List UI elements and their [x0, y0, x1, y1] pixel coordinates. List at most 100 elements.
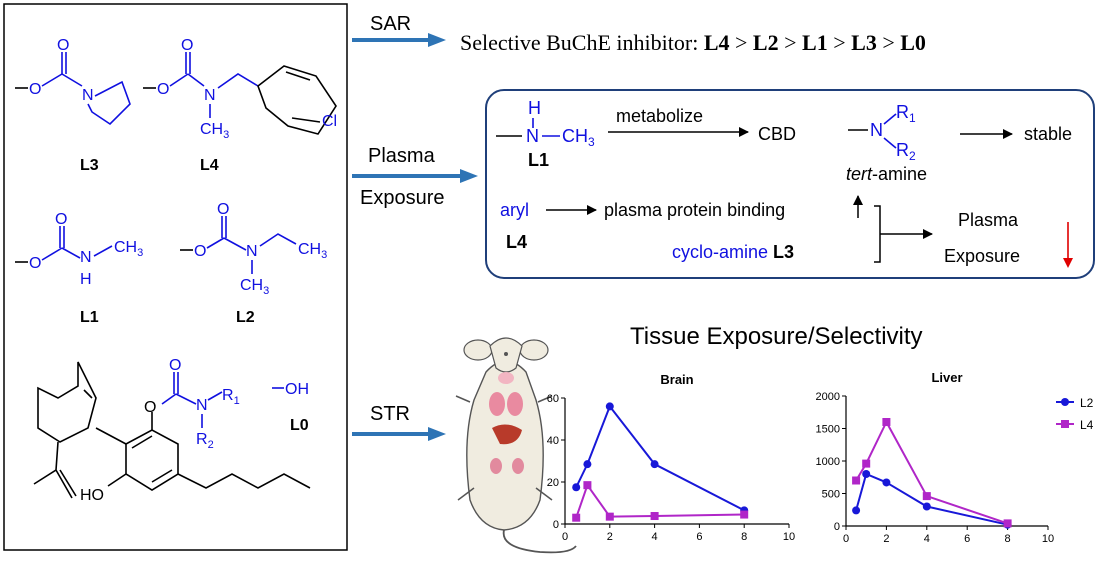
atom-o: O [57, 37, 69, 54]
bracket [874, 205, 881, 263]
data-point-l2 [852, 506, 861, 515]
kidney-icon [512, 458, 524, 474]
y-tick-label: 0 [834, 521, 840, 533]
atom-r1: R1 [896, 102, 916, 125]
data-point-l4 [922, 492, 931, 501]
legend-marker [1061, 398, 1069, 406]
plasma-arrow-row: Plasma Exposure [352, 145, 478, 209]
x-tick-label: 0 [843, 533, 849, 545]
x-tick-label: 10 [783, 531, 795, 543]
atom-ch3: CH3 [298, 241, 327, 261]
data-point-l2 [572, 483, 581, 492]
axis-lines [564, 398, 789, 525]
x-tick-label: 0 [562, 531, 568, 543]
legend-label: L2 [1080, 396, 1094, 410]
str-row: STR Tissue Exposure/Selectivity [352, 323, 923, 441]
structure-l4: O O N CH3 Cl L4 [143, 37, 337, 174]
atom-r1: R1 [222, 387, 240, 407]
atom-r2: R2 [196, 431, 214, 451]
sar-row: SAR Selective BuChE inhibitor: L4 > L2 >… [352, 13, 926, 55]
chart-title: Brain [660, 372, 693, 387]
mouse-illustration [455, 337, 577, 554]
atom-ch3: CH3 [562, 126, 595, 149]
structure-l1: O O N H CH3 L1 [15, 211, 143, 326]
axis-lines [845, 396, 1048, 527]
compound-panel [3, 3, 348, 551]
atom-o: O [55, 211, 67, 228]
data-point-l2 [882, 478, 891, 487]
x-tick-label: 2 [883, 533, 889, 545]
lung-icon [507, 392, 523, 416]
data-point-l4 [862, 459, 871, 468]
atom-oh: OH [285, 381, 309, 398]
plasma-word: Plasma [958, 210, 1019, 230]
legend-label: L4 [1080, 418, 1094, 432]
atom-n: N [82, 87, 94, 104]
x-tick-label: 8 [741, 531, 747, 543]
tert-amine-label: tert-amine [846, 164, 927, 184]
x-tick-label: 6 [964, 533, 970, 545]
y-tick-label: 0 [553, 519, 559, 531]
series-line-l2 [575, 404, 745, 512]
series-line-l2 [855, 472, 1008, 526]
y-tick-label: 2000 [816, 391, 840, 403]
atom-n: N [526, 126, 539, 146]
x-tick-label: 2 [607, 531, 613, 543]
y-tick-label: 1500 [816, 424, 840, 436]
label-l4: L4 [200, 157, 219, 174]
x-tick-label: 6 [696, 531, 702, 543]
atom-n: N [204, 87, 216, 104]
str-arrow-head [428, 427, 446, 441]
str-label: STR [370, 403, 410, 425]
series-line-l4 [575, 482, 745, 519]
exposure-word: Exposure [944, 246, 1020, 266]
atom-o: O [169, 357, 181, 374]
atom-o: O [29, 81, 41, 98]
data-point-l4 [1003, 519, 1012, 528]
y-tick-label: 60 [547, 393, 559, 405]
atom-o: O [157, 81, 169, 98]
atom-o: O [181, 37, 193, 54]
y-tick-label: 500 [822, 489, 840, 501]
data-point-l4 [572, 513, 581, 522]
x-tick-label: 4 [652, 531, 658, 543]
exposure-label: Exposure [360, 187, 445, 209]
atom-ch3: CH3 [200, 121, 229, 141]
atom-n: N [246, 243, 258, 260]
atom-o: O [144, 399, 156, 416]
atom-n: N [196, 397, 208, 414]
stable-label: stable [1024, 124, 1072, 144]
ppb-label: plasma protein binding [604, 200, 785, 220]
atom-ch3: CH3 [114, 239, 143, 259]
structure-l2: O O N CH3 CH3 L2 [180, 201, 327, 326]
atom-o: O [194, 243, 206, 260]
data-point-l4 [852, 476, 861, 485]
lung-icon [489, 392, 505, 416]
data-point-l4 [882, 418, 891, 426]
atom-h: H [80, 271, 92, 288]
data-point-l4 [650, 512, 659, 521]
data-point-l4 [740, 510, 749, 519]
label-l1: L1 [80, 309, 99, 326]
plasma-arrow-head [460, 169, 478, 183]
data-point-l4 [605, 512, 614, 521]
atom-cl: Cl [322, 113, 337, 130]
label-l2: L2 [236, 309, 255, 326]
atom-o: O [29, 255, 41, 272]
aryl-label: aryl [500, 200, 529, 220]
atom-n: N [80, 249, 92, 266]
data-point-l4 [583, 481, 592, 490]
data-point-l2 [862, 470, 871, 478]
tissue-title: Tissue Exposure/Selectivity [630, 323, 923, 350]
label-l3: L3 [80, 157, 99, 174]
kidney-icon [490, 458, 502, 474]
structure-cbd-core: O HO O N R1 R2 OH L0 [33, 357, 311, 504]
sar-label: SAR [370, 13, 411, 35]
x-tick-label: 8 [1005, 533, 1011, 545]
atom-o: O [217, 201, 229, 218]
atom-ch3: CH3 [240, 277, 269, 297]
